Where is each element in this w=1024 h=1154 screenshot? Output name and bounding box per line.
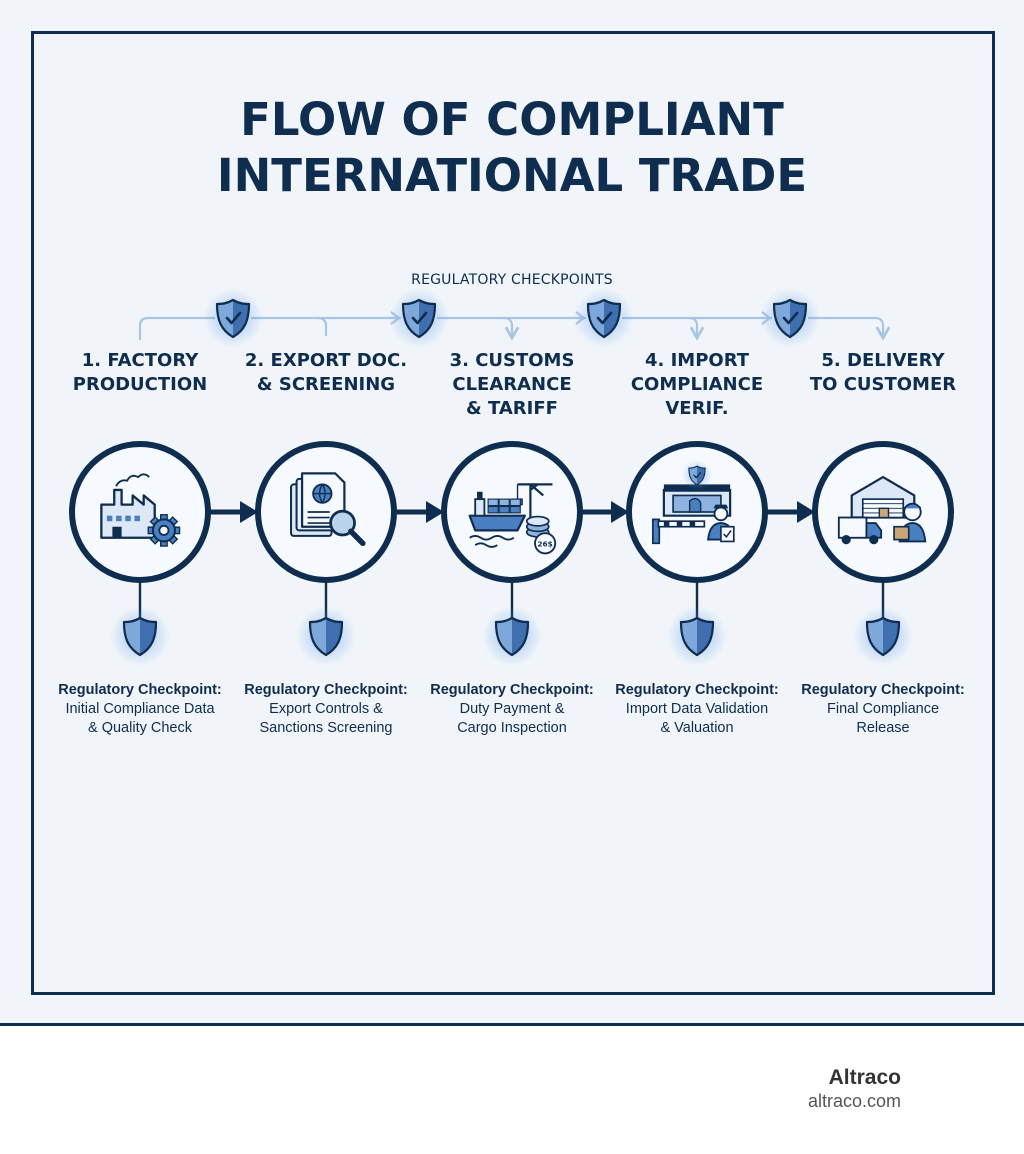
step-title: 4. IMPORT COMPLIANCE VERIF.	[612, 349, 782, 421]
step-title-line: 1. FACTORY	[81, 350, 199, 371]
step-title: 5. DELIVERY TO CUSTOMER	[798, 349, 968, 397]
step-title-line: COMPLIANCE	[630, 374, 764, 395]
checkpoint-description: Export Controls &	[269, 701, 383, 717]
step-title-line: 3. CUSTOMS	[449, 350, 575, 371]
title-line-2: INTERNATIONAL TRADE	[216, 149, 808, 202]
page-title: FLOW OF COMPLIANT INTERNATIONAL TRADE	[0, 92, 1024, 204]
checkpoint-description: Initial Compliance Data	[65, 701, 215, 717]
step-title-line: & SCREENING	[256, 374, 396, 395]
checkpoint-description: Release	[856, 720, 910, 736]
checkpoint-description: & Quality Check	[88, 720, 192, 736]
brand-url[interactable]: altraco.com	[807, 1091, 901, 1111]
step-title: 2. EXPORT DOC. & SCREENING	[241, 349, 411, 397]
step-title-line: VERIF.	[665, 398, 729, 419]
checkpoint-caption: Regulatory Checkpoint: Export Controls & S…	[233, 681, 419, 738]
checkpoint-caption: Regulatory Checkpoint: Import Data Valida…	[604, 681, 790, 738]
step-title-line: 5. DELIVERY	[821, 350, 945, 371]
step-title: 3. CUSTOMS CLEARANCE & TARIFF	[427, 349, 597, 421]
footer-divider	[0, 1023, 1024, 1026]
title-line-1: FLOW OF COMPLIANT	[240, 93, 784, 146]
step-title-line: & TARIFF	[466, 398, 558, 419]
step-title-line: TO CUSTOMER	[809, 374, 957, 395]
panel-frame	[31, 31, 995, 995]
step-title: 1. FACTORY PRODUCTION	[55, 349, 225, 397]
step-title-line: PRODUCTION	[72, 374, 208, 395]
checkpoint-label: Regulatory Checkpoint:	[801, 682, 965, 698]
checkpoint-caption: Regulatory Checkpoint: Initial Compliance…	[47, 681, 233, 738]
checkpoint-label: Regulatory Checkpoint:	[430, 682, 594, 698]
checkpoint-caption: Regulatory Checkpoint: Duty Payment & Carg…	[419, 681, 605, 738]
checkpoint-description: Duty Payment &	[459, 701, 565, 717]
step-title-line: 4. IMPORT	[644, 350, 750, 371]
checkpoint-label: Regulatory Checkpoint:	[615, 682, 779, 698]
step-title-line: CLEARANCE	[452, 374, 572, 395]
checkpoint-label: Regulatory Checkpoint:	[244, 682, 408, 698]
checkpoint-label: Regulatory Checkpoint:	[58, 682, 222, 698]
checkpoint-description: & Valuation	[660, 720, 734, 736]
brand-block: Altraco altraco.com	[808, 1066, 901, 1112]
brand-name: Altraco	[828, 1066, 901, 1089]
checkpoint-description: Cargo Inspection	[457, 720, 567, 736]
checkpoint-description: Final Compliance	[826, 701, 940, 717]
regulatory-checkpoints-heading: REGULATORY CHECKPOINTS	[411, 272, 613, 288]
step-title-line: 2. EXPORT DOC.	[244, 350, 408, 371]
checkpoint-description: Import Data Validation	[625, 701, 769, 717]
checkpoint-description: Sanctions Screening	[259, 720, 393, 736]
